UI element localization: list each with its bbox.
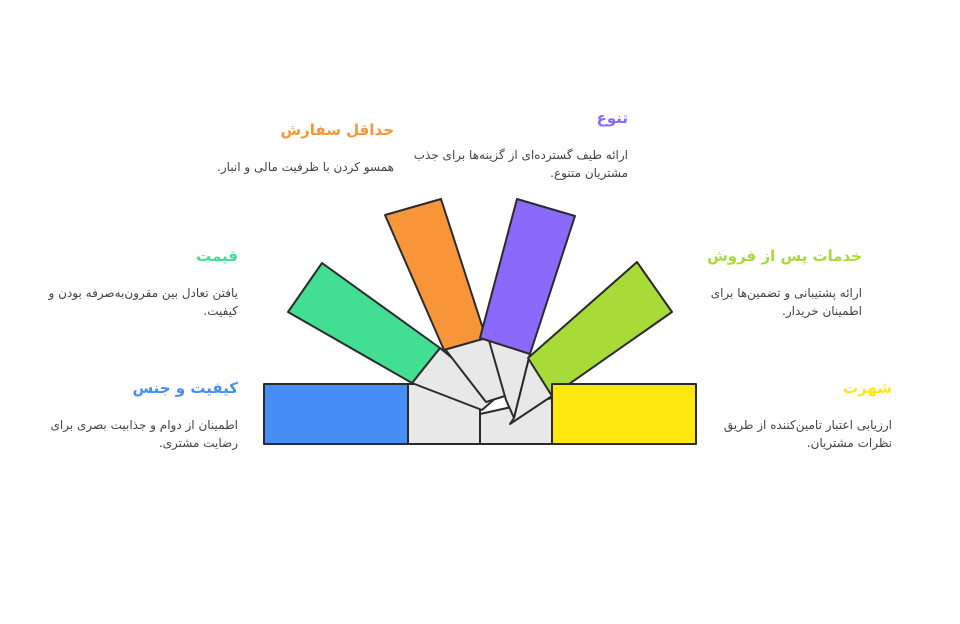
desc-reputation: ارزیابی اعتبار تامین‌کننده از طریق نظرات… xyxy=(723,418,892,450)
label-after-sales: خدمات پس از فروش ارائه پشتیبانی و تضمین‌… xyxy=(692,246,862,320)
blade-price xyxy=(287,262,441,384)
title-moq: حداقل سفارش xyxy=(280,121,394,139)
title-after-sales: خدمات پس از فروش xyxy=(707,247,862,265)
fan-blades xyxy=(263,198,697,445)
blade-variety xyxy=(479,198,576,355)
desc-price: یافتن تعادل بین مقرون‌به‌صرفه بودن و کیف… xyxy=(48,286,238,318)
fan-hub xyxy=(407,336,553,445)
label-moq: حداقل سفارش همسو کردن با ظرفیت مالی و ان… xyxy=(204,120,394,176)
title-variety: تنوع xyxy=(596,109,628,127)
title-reputation: شهرت xyxy=(842,379,892,397)
blade-quality xyxy=(263,383,409,445)
desc-moq: همسو کردن با ظرفیت مالی و انبار. xyxy=(217,160,394,174)
title-quality: کیفیت و جنس xyxy=(132,379,238,397)
title-price: قیمت xyxy=(196,247,238,265)
label-variety: تنوع ارائه طیف گسترده‌ای از گزینه‌ها برا… xyxy=(403,108,628,182)
desc-after-sales: ارائه پشتیبانی و تضمین‌ها برای اطمینان خ… xyxy=(710,286,862,318)
label-quality: کیفیت و جنس اطمینان از دوام و جذابیت بصر… xyxy=(38,378,239,452)
blade-reputation xyxy=(551,383,697,445)
label-price: قیمت یافتن تعادل بین مقرون‌به‌صرفه بودن … xyxy=(48,246,238,320)
label-reputation: شهرت ارزیابی اعتبار تامین‌کننده از طریق … xyxy=(717,378,892,452)
desc-variety: ارائه طیف گسترده‌ای از گزینه‌ها برای جذب… xyxy=(413,148,628,180)
desc-quality: اطمینان از دوام و جذابیت بصری برای رضایت… xyxy=(50,418,239,450)
